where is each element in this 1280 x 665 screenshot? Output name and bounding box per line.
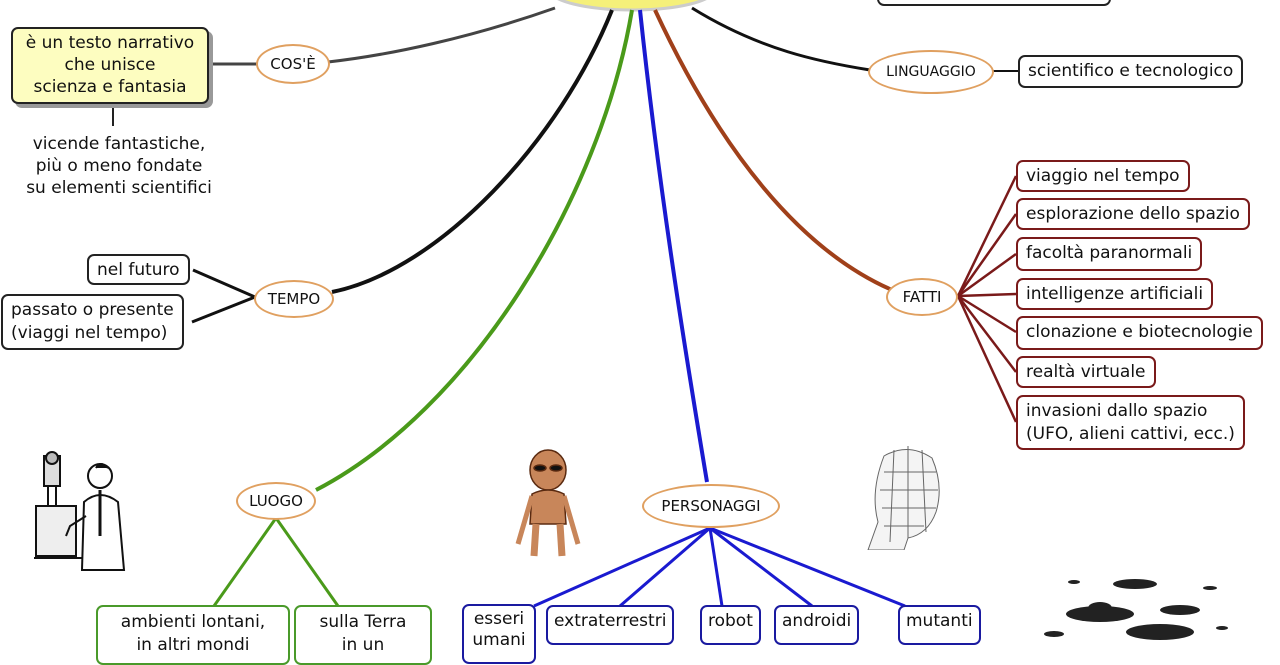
fatti-item-invasioni-line-2: (UFO, alieni cattivi, ecc.) [1026,424,1235,444]
luogo-item-terra-line-1: sulla Terra [319,612,407,632]
definition-note-line-1: vicende fantastiche, [32,134,206,154]
luogo-item-terra-line-2: in un [341,635,385,655]
definition-box[interactable]: è un testo narrativo che unisce scienza … [11,27,209,104]
fatti-item-viaggio[interactable]: viaggio nel tempo [1016,160,1190,192]
personaggi-item-umani-line-2: umani [472,630,526,650]
personaggi-item-androidi[interactable]: androidi [774,605,860,645]
personaggi-item-extraterrestri[interactable]: extraterrestri [546,605,675,645]
personaggi-item-umani-line-1: esseri [473,609,525,629]
link-fatti [653,9,893,292]
android-head-illustration [867,446,940,550]
personaggi-item-robot[interactable]: robot [700,605,761,645]
concept-cose[interactable]: COS'È [256,44,330,84]
definition-note: vicende fantastiche, più o meno fondate … [8,133,230,199]
definition-line-3: scienza e fantasia [33,77,187,97]
fatti-item-realta[interactable]: realtà virtuale [1016,356,1156,388]
fatti-item-intelligenze[interactable]: intelligenze artificiali [1016,278,1214,310]
concept-links [112,0,1111,608]
personaggi-item-mutanti[interactable]: mutanti [898,605,981,645]
tempo-item-passato-line-2: (viaggi nel tempo) [11,323,168,343]
concept-fatti[interactable]: FATTI [886,278,958,316]
fatti-item-invasioni[interactable]: invasioni dallo spazio (UFO, alieni catt… [1016,395,1245,450]
fatti-item-clonazione[interactable]: clonazione e biotecnologie [1016,316,1263,350]
link-tempo [331,9,614,294]
tempo-item-passato[interactable]: passato o presente (viaggi nel tempo) [1,294,184,350]
top-right-box [877,0,1111,6]
definition-note-line-2: più o meno fondate [35,156,203,176]
linguaggio-item[interactable]: scientifico e tecnologico [1018,55,1244,88]
concept-luogo[interactable]: LUOGO [236,482,316,520]
fatti-item-esplorazione[interactable]: esplorazione dello spazio [1016,198,1250,230]
definition-line-1: è un testo narrativo [25,33,195,53]
link-personaggi [638,9,709,483]
luogo-item-terra[interactable]: sulla Terra in un [294,605,432,665]
concept-personaggi[interactable]: PERSONAGGI [642,484,780,528]
link-linguaggio [691,6,871,72]
fatti-item-paranormali[interactable]: facoltà paranormali [1016,237,1203,271]
luogo-item-lontani-line-2: in altri mondi [136,635,250,655]
link-luogo [315,9,634,492]
alien-illustration [515,449,581,557]
luogo-item-lontani[interactable]: ambienti lontani, in altri mondi [96,605,290,665]
fatti-item-invasioni-line-1: invasioni dallo spazio [1026,401,1208,421]
definition-line-2: che unisce [64,55,156,75]
link-cose [327,6,556,64]
definition-note-line-3: su elementi scientifici [26,178,212,198]
concept-linguaggio[interactable]: LINGUAGGIO [868,50,994,94]
luogo-item-lontani-line-1: ambienti lontani, [120,612,266,632]
personaggi-item-umani[interactable]: esseri umani [462,604,536,664]
scientist-microscope-illustration [34,451,126,571]
flying-saucers-illustration [1044,579,1228,640]
tempo-item-passato-line-1: passato o presente [11,300,174,320]
central-node[interactable] [550,0,714,12]
tempo-item-futuro[interactable]: nel futuro [87,254,190,285]
concept-tempo[interactable]: TEMPO [254,280,334,318]
